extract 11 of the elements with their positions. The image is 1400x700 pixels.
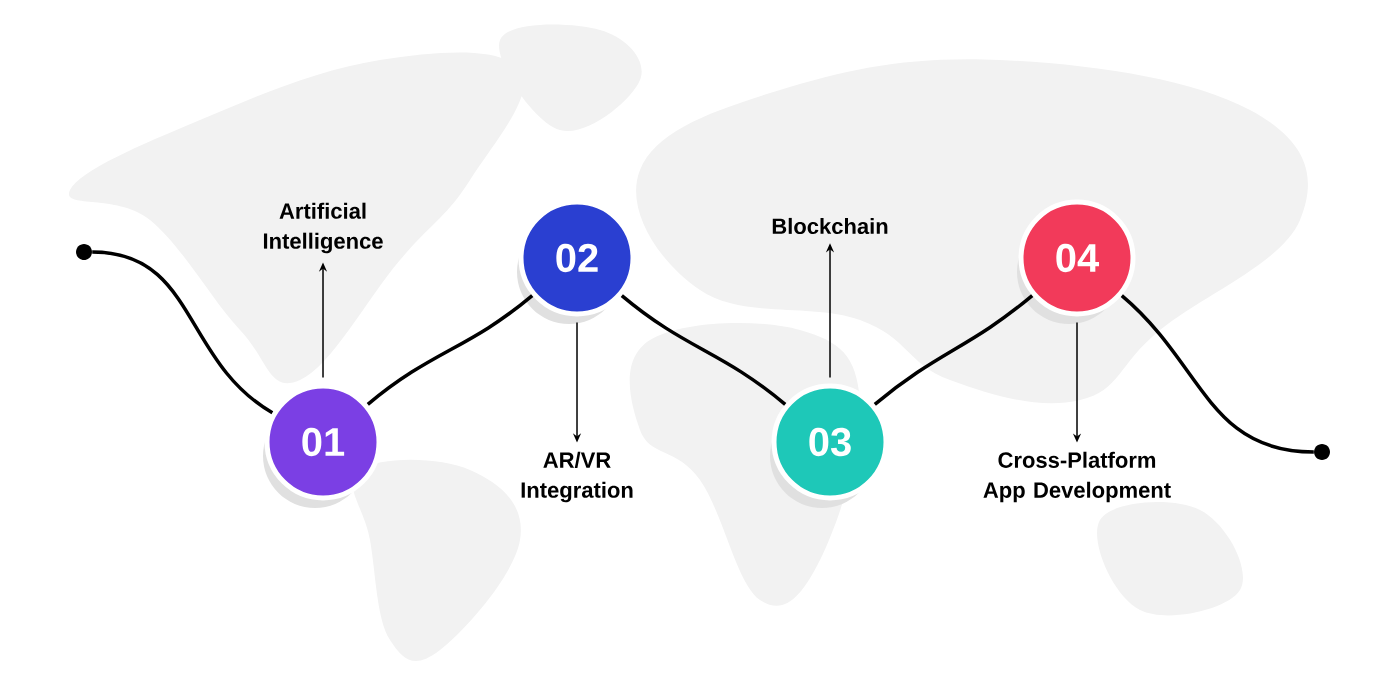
- step-label: Artificial Intelligence: [263, 202, 383, 254]
- wave-line: [1120, 294, 1314, 454]
- step-label: AR/VR Integration: [521, 451, 633, 503]
- wave-line: [366, 294, 534, 406]
- line-end-dot: [76, 244, 92, 260]
- step-label: Blockchain: [772, 217, 888, 235]
- step-label: Cross-Platform App Development: [983, 451, 1171, 503]
- wave-line: [873, 294, 1034, 406]
- line-end-dot: [1314, 444, 1330, 460]
- wave-line: [92, 250, 274, 415]
- wave-line: [620, 294, 787, 406]
